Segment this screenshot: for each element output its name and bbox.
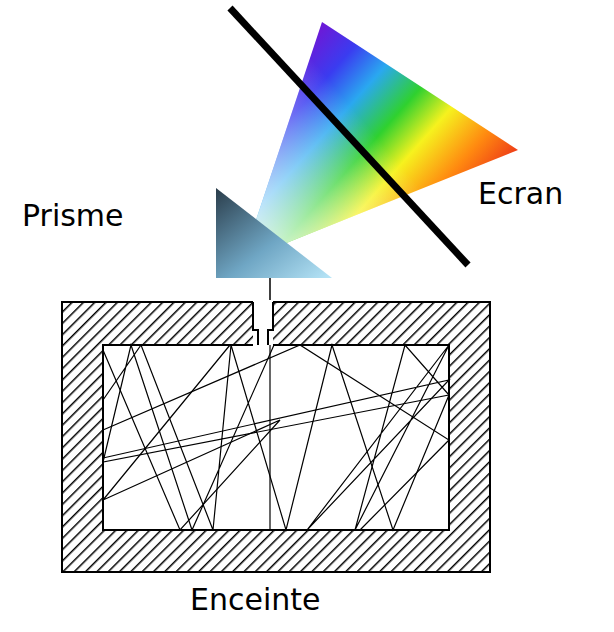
screen-label: Ecran <box>478 176 563 212</box>
spectrum-fade <box>250 22 518 252</box>
prism-shape <box>216 188 332 278</box>
enclosure-opening <box>253 300 273 347</box>
enclosure-cavity <box>103 345 449 530</box>
enclosure-wall <box>62 302 490 572</box>
prism-label: Prisme <box>22 198 124 234</box>
enclosure-label: Enceinte <box>190 582 321 618</box>
opening-edge <box>268 302 273 345</box>
internal-rays <box>103 345 449 530</box>
spectrum-fan <box>250 22 518 252</box>
opening-edge <box>253 302 258 345</box>
screen-line <box>230 8 468 265</box>
